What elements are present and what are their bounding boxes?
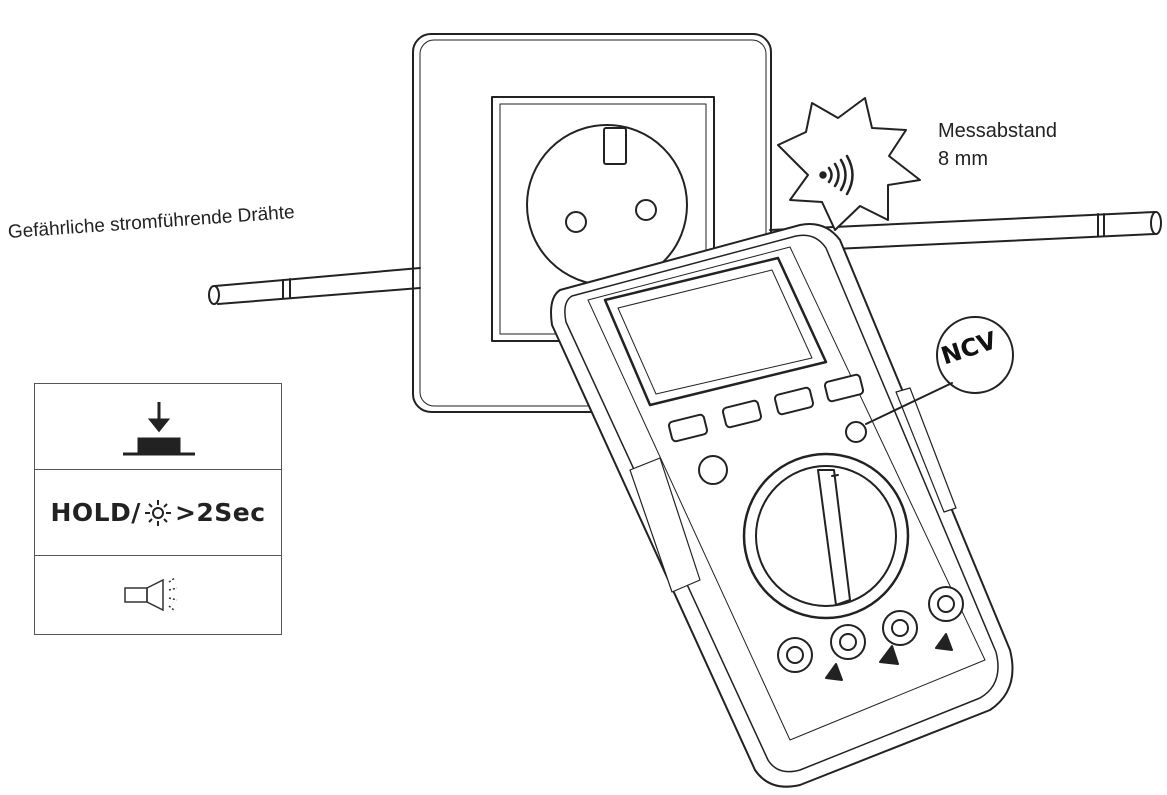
legend-flashlight-cell — [35, 556, 281, 634]
hold-instruction: HOLD/ >2Sec — [50, 498, 265, 528]
signal-star — [777, 97, 921, 231]
hold-prefix: HOLD/ — [50, 498, 141, 527]
instruction-legend: HOLD/ >2Sec — [34, 383, 282, 635]
multimeter — [550, 223, 1014, 788]
wire-left — [208, 267, 421, 305]
press-button-icon — [123, 402, 195, 456]
hold-suffix: >2Sec — [174, 498, 266, 527]
wireless-signal-icon — [819, 154, 854, 196]
distance-label-line1: Messabstand — [938, 120, 1057, 142]
ncv-callout — [865, 316, 1014, 425]
legend-hold-cell: HOLD/ >2Sec — [35, 470, 281, 556]
backlight-sun-icon — [144, 499, 171, 526]
flashlight-icon — [124, 577, 178, 612]
distance-label-line2: 8 mm — [938, 148, 988, 170]
legend-press-cell — [35, 384, 281, 470]
distance-label: Messabstand 8 mm — [938, 117, 1057, 173]
